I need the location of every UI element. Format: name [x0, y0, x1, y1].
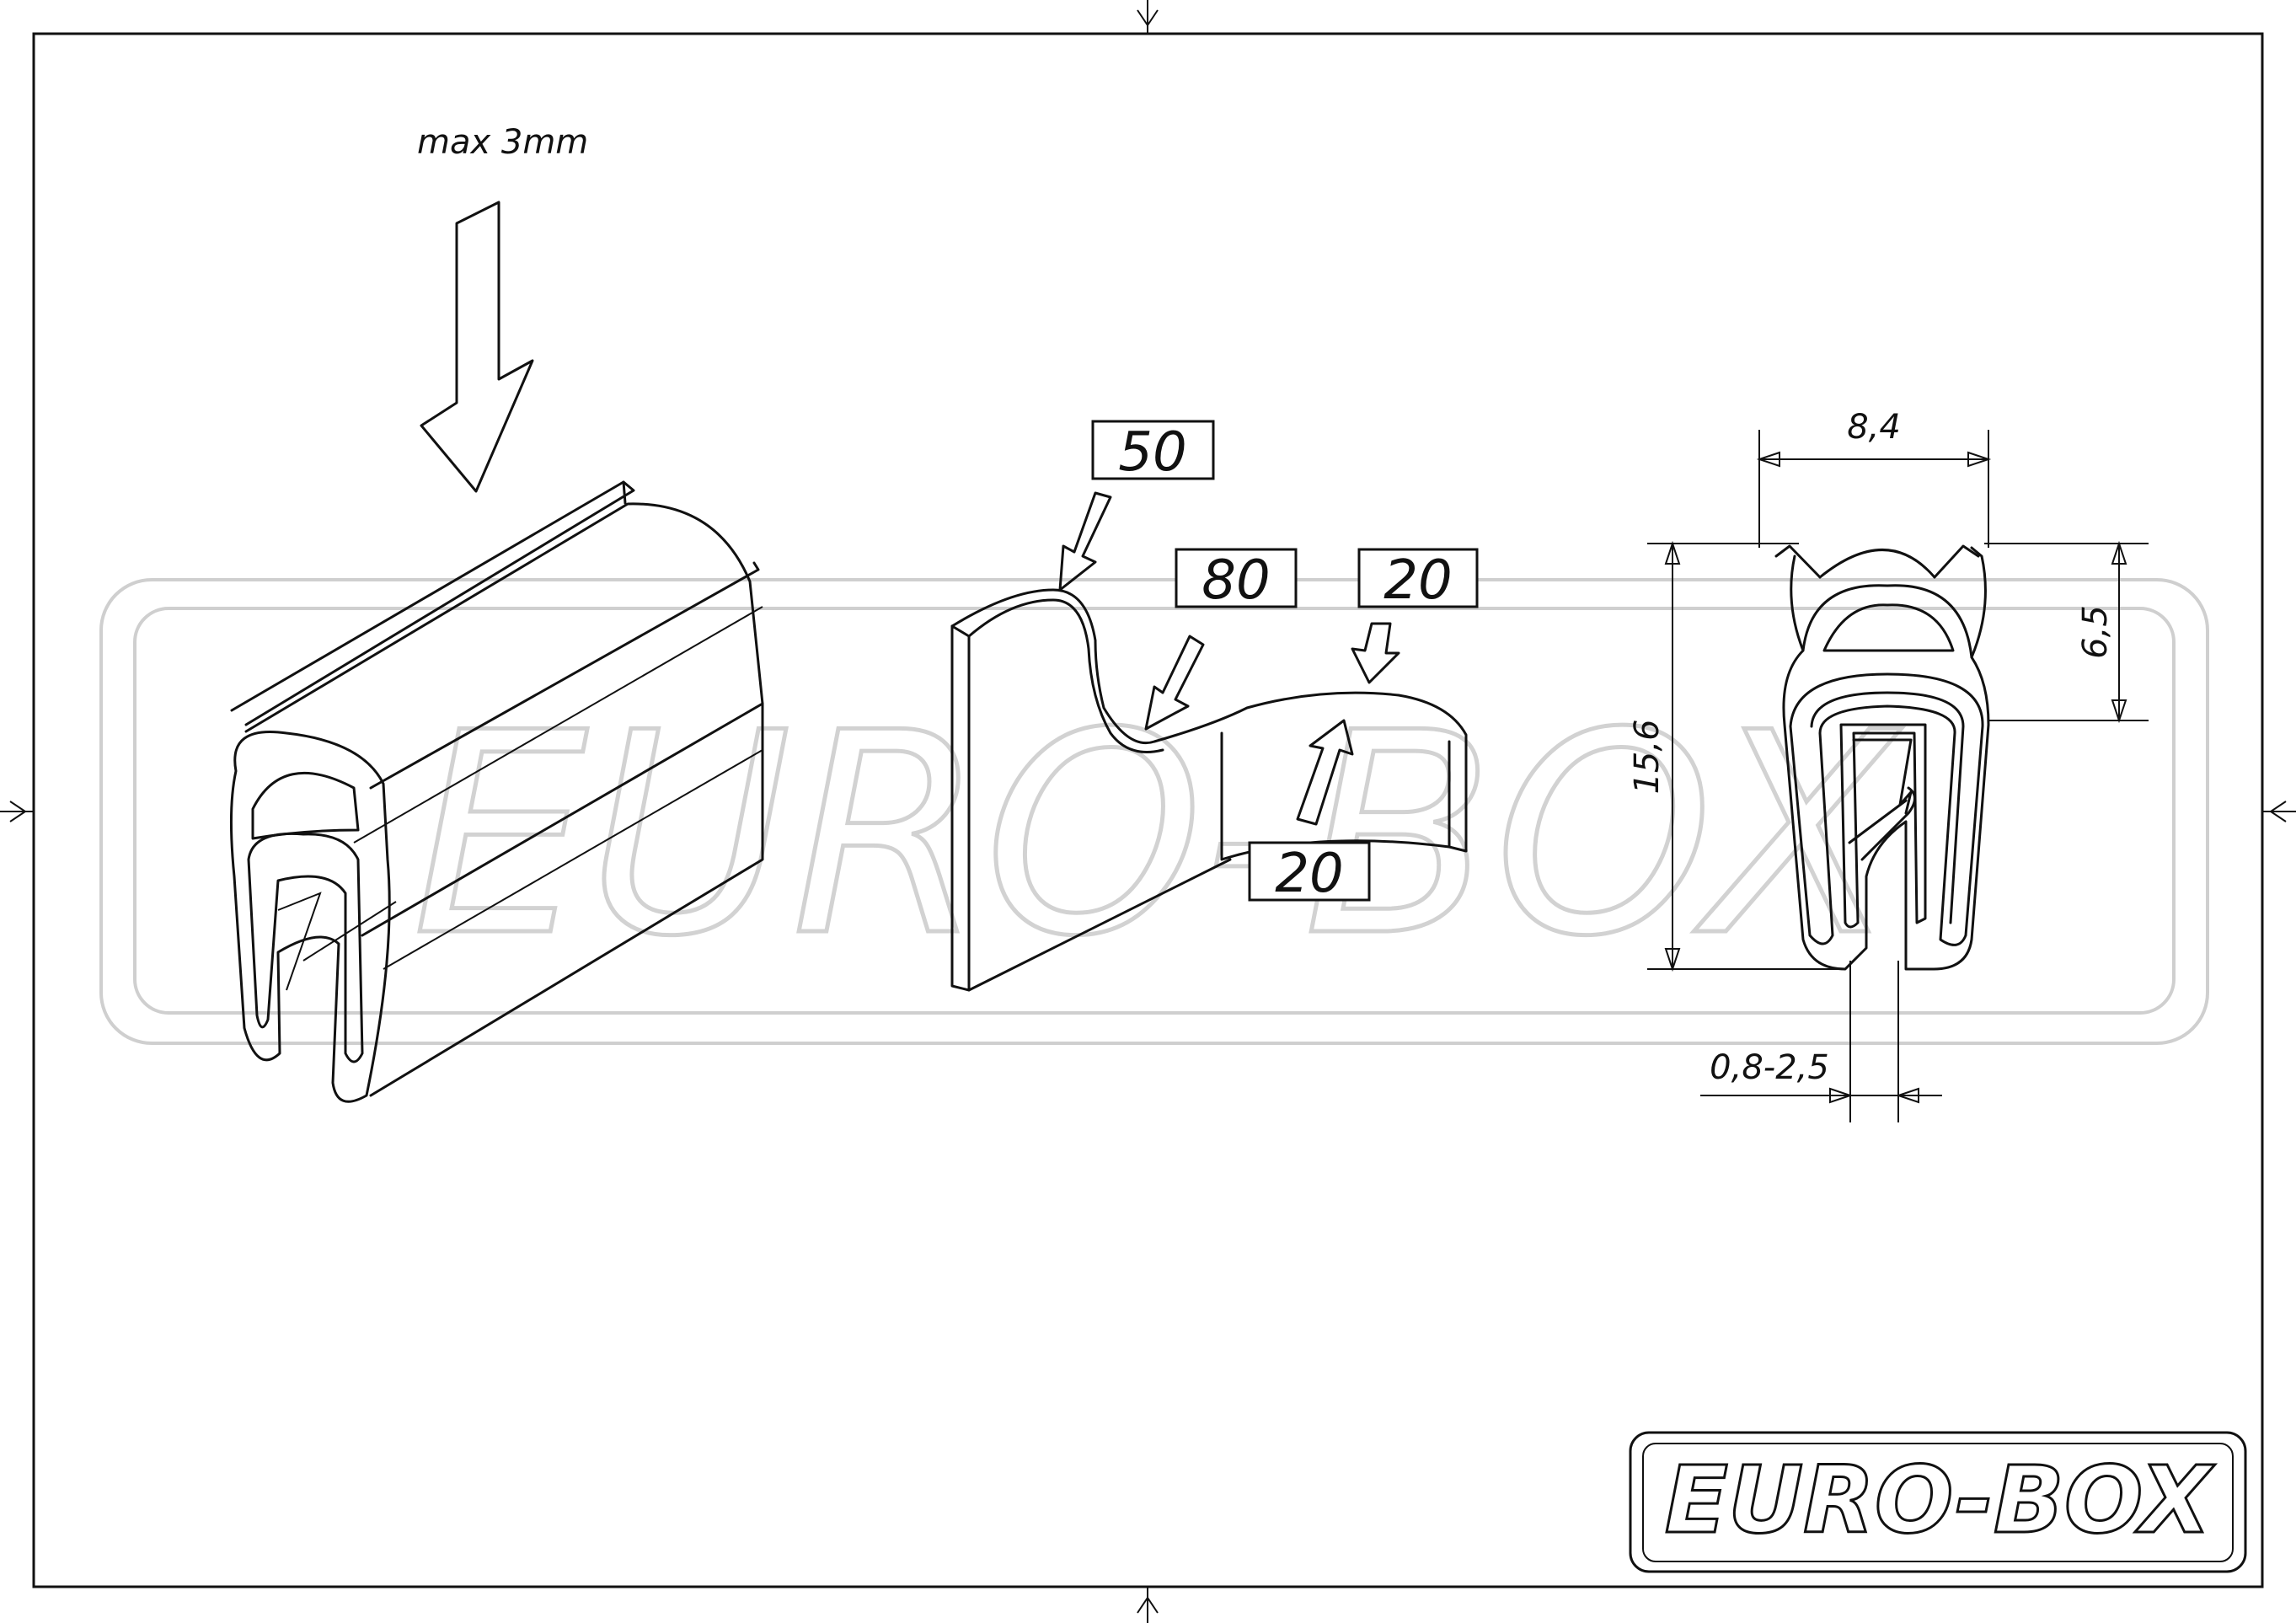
flex-label-20-bottom: 20	[1275, 843, 1343, 905]
flex-label-50: 50	[1118, 421, 1186, 484]
flex-label-20-top: 20	[1383, 549, 1452, 612]
logo-text: EURO-BOX	[1665, 1446, 2216, 1554]
iso-arrow-label: max 3mm	[417, 123, 588, 162]
flex-label-box-20-bottom	[1248, 841, 1371, 902]
flex-arrow-20-bottom-icon	[1296, 719, 1354, 826]
press-arrow-icon	[420, 201, 534, 493]
flex-label-box-80	[1175, 548, 1298, 608]
dim-height: 15,6	[1628, 719, 1667, 794]
flex-view: 50 80 20 20	[950, 420, 1479, 992]
isometric-view: max 3mm	[229, 123, 764, 1103]
flex-arrow-20-top-icon	[1351, 622, 1400, 684]
dim-grip-range: 0,8-2,5	[1710, 1048, 1829, 1087]
watermark-text: EURO-BOX	[412, 673, 1901, 997]
flex-label-box-20-top	[1357, 548, 1479, 608]
flex-arrow-80-icon	[1144, 635, 1205, 731]
dim-bulb-height: 6,5	[2076, 605, 2115, 659]
watermark: EURO-BOX	[99, 578, 2209, 1045]
flex-label-80: 80	[1202, 549, 1270, 612]
euro-box-logo: EURO-BOX	[1629, 1431, 2247, 1573]
dim-width: 8,4	[1847, 408, 1901, 447]
flex-arrow-50-icon	[1058, 491, 1112, 592]
section-view: 8,4 15,6 6,5 0,8-2,5	[1628, 408, 2149, 1122]
flex-label-box-50	[1091, 420, 1215, 480]
